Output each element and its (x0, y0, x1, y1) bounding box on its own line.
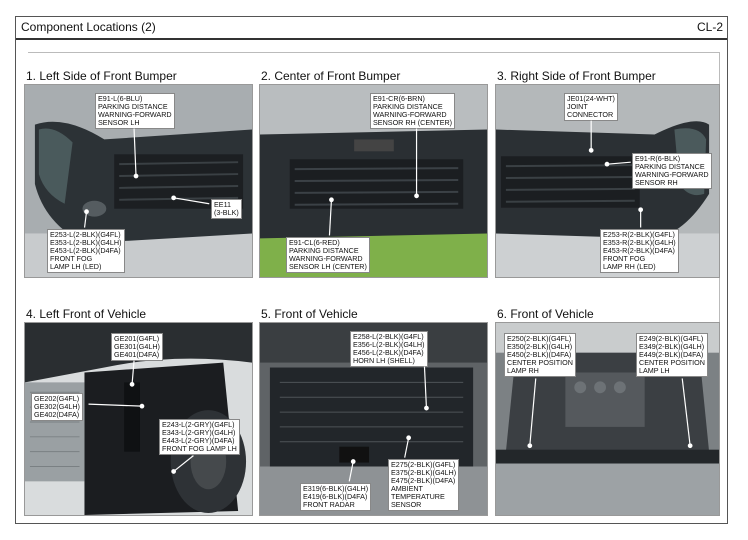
label-e249: E249(2-BLK)(G4FL)E349(2-BLK)(G4LH)E449(2… (636, 333, 708, 377)
label-line: JOINT (567, 102, 588, 111)
label-line: FRONT RADAR (303, 500, 355, 509)
label-line: LAMP LH (LED) (50, 262, 102, 271)
label-line: E253-R(2-BLK)(G4FL) (603, 230, 675, 239)
panel-5-caption: 5. Front of Vehicle (261, 307, 358, 321)
label-line: E91-CR(6-BRN) (373, 94, 425, 103)
label-line: (3-BLK) (214, 208, 239, 217)
label-line: E249(2-BLK)(G4FL) (639, 334, 704, 343)
label-line: CONNECTOR (567, 110, 614, 119)
label-e275: E275(2-BLK)(G4FL)E375(2-BLK)(G4LH)E475(2… (388, 459, 460, 511)
panel-1-caption: 1. Left Side of Front Bumper (26, 69, 177, 83)
label-line: GE202(G4FL) (34, 394, 80, 403)
label-line: LAMP LH (639, 366, 670, 375)
label-line: GE301(G4LH) (114, 342, 160, 351)
label-e253-r: E253-R(2-BLK)(G4FL)E353-R(2-BLK)(G4LH)E4… (600, 229, 679, 273)
label-line: CENTER POSITION (639, 358, 705, 367)
label-line: LAMP RH (LED) (603, 262, 656, 271)
label-line: JE01(24-WHT) (567, 94, 615, 103)
inner-divider (28, 52, 720, 53)
label-line: E350(2-BLK)(G4LH) (507, 342, 573, 351)
label-line: EE11 (214, 200, 232, 209)
label-e250: E250(2-BLK)(G4FL)E350(2-BLK)(G4LH)E450(2… (504, 333, 576, 377)
panel-4-photo: GE201(G4FL)GE301(G4LH)GE401(D4FA) GE202(… (24, 322, 253, 516)
label-line: LAMP RH (507, 366, 539, 375)
label-line: E91-R(6-BLK) (635, 154, 681, 163)
panel-4-caption: 4. Left Front of Vehicle (26, 307, 147, 321)
page-header: Component Locations (2) CL-2 (16, 17, 727, 40)
label-line: WARNING-FORWARD (98, 110, 172, 119)
label-line: PARKING DISTANCE (98, 102, 168, 111)
panel-2-caption: 2. Center of Front Bumper (261, 69, 401, 83)
label-line: GE401(D4FA) (114, 350, 160, 359)
label-line: PARKING DISTANCE (373, 102, 443, 111)
label-line: PARKING DISTANCE (289, 246, 359, 255)
label-line: E258-L(2-BLK)(G4FL) (353, 332, 424, 341)
label-line: E253-L(2-BLK)(G4FL) (50, 230, 121, 239)
label-line: TEMPERATURE (391, 492, 445, 501)
label-e253-l: E253-L(2-BLK)(G4FL)E353-L(2-BLK)(G4LH)E4… (47, 229, 125, 273)
panel-6-photo: E250(2-BLK)(G4FL)E350(2-BLK)(G4LH)E450(2… (495, 322, 720, 516)
label-line: E353-L(2-BLK)(G4LH) (50, 238, 122, 247)
label-line: SENSOR LH (98, 118, 140, 127)
panel-6-caption: 6. Front of Vehicle (497, 307, 594, 321)
label-line: E475(2-BLK)(D4FA) (391, 476, 456, 485)
label-e243-l: E243-L(2-GRY)(G4FL)E343-L(2-GRY)(G4LH)E4… (159, 419, 240, 455)
label-line: GE201(G4FL) (114, 334, 160, 343)
label-line: E243-L(2-GRY)(G4FL) (162, 420, 235, 429)
inner-right-divider (719, 52, 720, 516)
label-line: E450(2-BLK)(D4FA) (507, 350, 572, 359)
label-line: E250(2-BLK)(G4FL) (507, 334, 572, 343)
label-line: E375(2-BLK)(G4LH) (391, 468, 457, 477)
label-line: SENSOR LH (CENTER) (289, 262, 367, 271)
label-line: E456-L(2-BLK)(D4FA) (353, 348, 424, 357)
label-line: E343-L(2-GRY)(G4LH) (162, 428, 236, 437)
label-e258-l: E258-L(2-BLK)(G4FL)E356-L(2-BLK)(G4LH)E4… (350, 331, 428, 367)
label-line: AMBIENT (391, 484, 423, 493)
label-line: E91-CL(6-RED) (289, 238, 340, 247)
front-vehicle-radar-image (260, 323, 487, 515)
panel-5-photo: E258-L(2-BLK)(G4FL)E356-L(2-BLK)(G4LH)E4… (259, 322, 488, 516)
label-line: E319(6-BLK)(G4LH) (303, 484, 369, 493)
label-line: WARNING-FORWARD (373, 110, 447, 119)
label-line: SENSOR RH (CENTER) (373, 118, 453, 127)
label-line: GE402(D4FA) (34, 410, 80, 419)
page-frame (15, 16, 728, 524)
label-line: WARNING-FORWARD (635, 170, 709, 179)
label-line: E419(6-BLK)(D4FA) (303, 492, 368, 501)
label-line: WARNING-FORWARD (289, 254, 363, 263)
label-line: PARKING DISTANCE (635, 162, 705, 171)
label-line: E449(2-BLK)(D4FA) (639, 350, 704, 359)
label-ge202: GE202(G4FL)GE302(G4LH)GE402(D4FA) (31, 393, 83, 421)
label-line: E91-L(6-BLU) (98, 94, 143, 103)
label-line: GE302(G4LH) (34, 402, 80, 411)
page-code: CL-2 (696, 20, 723, 34)
label-line: SENSOR RH (635, 178, 678, 187)
label-line: HORN LH (SHELL) (353, 356, 415, 365)
label-line: E349(2-BLK)(G4LH) (639, 342, 705, 351)
label-line: E443-L(2-GRY)(D4FA) (162, 436, 235, 445)
panel-3-caption: 3. Right Side of Front Bumper (497, 69, 656, 83)
label-e319: E319(6-BLK)(G4LH)E419(6-BLK)(D4FA)FRONT … (300, 483, 372, 511)
label-line: FRONT FOG (50, 254, 93, 263)
label-line: E353-R(2-BLK)(G4LH) (603, 238, 676, 247)
label-ee11: EE11(3-BLK) (211, 199, 242, 219)
label-line: E453-L(2-BLK)(D4FA) (50, 246, 121, 255)
label-line: CENTER POSITION (507, 358, 573, 367)
label-ge201: GE201(G4FL)GE301(G4LH)GE401(D4FA) (111, 333, 163, 361)
label-line: E453-R(2-BLK)(D4FA) (603, 246, 675, 255)
label-line: FRONT FOG (603, 254, 646, 263)
label-line: E356-L(2-BLK)(G4LH) (353, 340, 425, 349)
label-line: E275(2-BLK)(G4FL) (391, 460, 456, 469)
label-line: FRONT FOG LAMP LH (162, 444, 237, 453)
label-line: SENSOR (391, 500, 422, 509)
page-title: Component Locations (2) (21, 20, 156, 34)
